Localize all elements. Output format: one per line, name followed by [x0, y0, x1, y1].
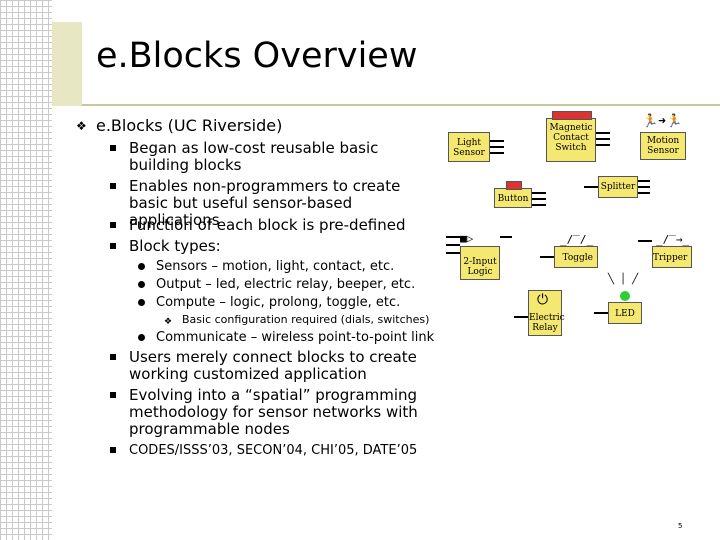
connector-pin — [596, 132, 610, 134]
dot-bullet-icon — [138, 263, 145, 270]
connector-pin — [500, 236, 512, 238]
magnet-icon — [552, 111, 592, 120]
square-bullet-icon — [110, 392, 116, 398]
square-bullet-icon — [110, 222, 116, 228]
square-bullet-icon — [110, 243, 116, 249]
connector-pin — [638, 180, 650, 182]
connector-pin — [532, 192, 546, 194]
connector-pin — [584, 186, 598, 188]
title-accent — [52, 22, 82, 106]
square-bullet-icon — [110, 145, 116, 151]
tripper-wave-icon: _/‾→_ — [656, 233, 690, 246]
running-person-icon: 🏃➜🏃 — [642, 114, 683, 129]
push-button-icon — [506, 181, 522, 190]
connector-pin — [540, 256, 554, 258]
motion-sensor-block: Motion Sensor — [640, 132, 686, 160]
diamond-bullet-icon: ❖ — [164, 317, 173, 327]
connector-pin — [446, 252, 460, 254]
light-rays-icon: ╲ │ ╱ — [608, 274, 639, 285]
dot-bullet-icon — [138, 281, 145, 288]
connector-pin — [532, 204, 546, 206]
grid-decoration — [0, 0, 52, 540]
connector-pin — [596, 138, 610, 140]
led-block: LED — [608, 302, 642, 324]
connector-pin — [490, 146, 504, 148]
splitter-block: Splitter — [598, 176, 638, 198]
power-outlet-icon: ⏻ — [537, 292, 549, 308]
green-led-icon — [620, 291, 630, 301]
connector-pin — [594, 312, 608, 314]
light-sensor-block: Light Sensor — [448, 132, 490, 162]
connector-pin — [596, 144, 610, 146]
toggle-block: Toggle — [554, 246, 598, 268]
two-input-logic-block: 2-Input Logic — [460, 246, 500, 280]
button-block: Button — [494, 188, 532, 208]
magnetic-switch-block: Magnetic Contact Switch — [546, 118, 596, 162]
main-bullet-text: e.Blocks (UC Riverside) — [96, 116, 283, 135]
page-number: 5 — [678, 522, 683, 530]
square-bullet-icon — [110, 183, 116, 189]
connector-pin — [446, 236, 460, 238]
connector-pin — [638, 240, 652, 242]
tripper-block: Tripper — [652, 246, 692, 268]
connector-pin — [514, 316, 528, 318]
connector-pin — [638, 192, 650, 194]
dot-bullet-icon — [138, 299, 145, 306]
connector-pin — [638, 186, 650, 188]
dot-bullet-icon — [138, 334, 145, 341]
connector-pin — [490, 140, 504, 142]
connector-pin — [446, 244, 460, 246]
electric-relay-block: Electric Relay — [528, 290, 565, 336]
title-underline — [82, 104, 720, 106]
slide-title: e.Blocks Overview — [96, 36, 418, 76]
diamond-bullet-icon: ❖ — [76, 119, 87, 133]
toggle-wave-icon: _/‾/_ — [560, 233, 594, 246]
square-bullet-icon — [110, 354, 116, 360]
connector-pin — [490, 152, 504, 154]
connector-pin — [532, 198, 546, 200]
logic-gate-icon: ■▷ — [460, 232, 474, 245]
square-bullet-icon — [110, 447, 116, 453]
